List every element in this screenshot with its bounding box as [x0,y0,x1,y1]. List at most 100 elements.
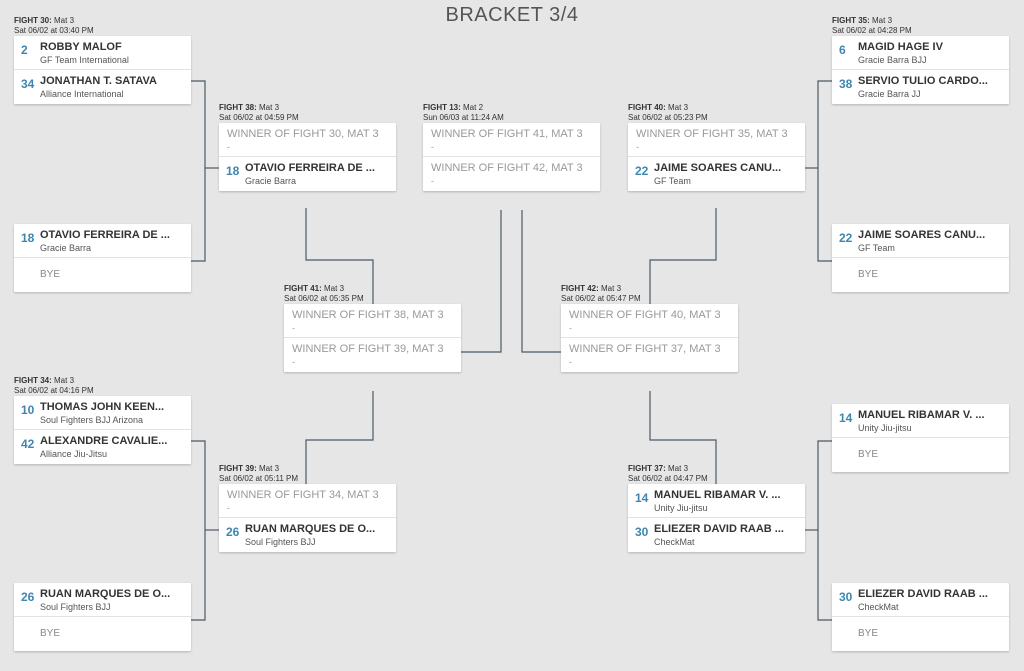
winner-placeholder: WINNER OF FIGHT 39, MAT 3 [292,343,444,355]
competitor-name: OTAVIO FERREIRA DE ... [40,229,170,241]
team-name: - [431,176,434,186]
competitor-name: MANUEL RIBAMAR V. ... [654,489,781,501]
winner-placeholder: WINNER OF FIGHT 42, MAT 3 [431,162,583,174]
team-name: Unity Jiu-jitsu [654,503,708,513]
team-name: Gracie Barra BJJ [858,55,927,65]
competitor-slot[interactable]: 6 MAGID HAGE IV Gracie Barra BJJ [832,36,1009,70]
bye-slot: BYE [14,617,191,651]
team-name: Unity Jiu-jitsu [858,423,912,433]
seed-number: 34 [21,77,35,91]
competitor-slot[interactable]: 22 JAIME SOARES CANU... GF Team [832,224,1009,258]
team-name: Alliance Jiu-Jitsu [40,449,108,459]
match-bye-14[interactable]: 14 MANUEL RIBAMAR V. ... Unity Jiu-jitsu B… [832,404,1009,472]
winner-placeholder: WINNER OF FIGHT 35, MAT 3 [636,128,788,140]
bye-label: BYE [858,449,879,460]
team-name: Soul Fighters BJJ Arizona [40,415,144,425]
competitor-name: OTAVIO FERREIRA DE ... [245,162,375,174]
seed-number: 10 [21,403,35,417]
bye-slot: BYE [832,258,1009,292]
competitor-name: MANUEL RIBAMAR V. ... [858,409,985,421]
team-name: Gracie Barra [40,243,92,253]
team-name: Gracie Barra [245,176,297,186]
team-name: Soul Fighters BJJ [245,537,316,547]
competitor-name: RUAN MARQUES DE O... [245,523,376,535]
competitor-slot[interactable]: 26 RUAN MARQUES DE O... Soul Fighters BJJ [219,518,396,552]
competitor-name: ELIEZER DAVID RAAB ... [654,523,784,535]
seed-number: 6 [839,43,846,57]
competitor-name: MAGID HAGE IV [858,41,943,53]
competitor-slot[interactable]: 14 MANUEL RIBAMAR V. ... Unity Jiu-jitsu [832,404,1009,438]
pending-winner-slot: WINNER OF FIGHT 30, MAT 3- [219,123,396,157]
pending-winner-slot: WINNER OF FIGHT 38, MAT 3 - [284,304,461,338]
bye-label: BYE [40,628,61,639]
competitor-slot[interactable]: 2 ROBBY MALOF GF Team International [14,36,191,70]
team-name: - [569,323,572,333]
team-name: GF Team [654,176,691,186]
competitor-name: SERVIO TULIO CARDO... [858,75,988,87]
match-bye-22[interactable]: 22 JAIME SOARES CANU... GF Team BYE [832,224,1009,292]
team-name: CheckMat [654,537,695,547]
competitor-slot[interactable]: 18 OTAVIO FERREIRA DE ... Gracie Barra [219,157,396,191]
seed-number: 2 [21,43,28,57]
winner-placeholder: WINNER OF FIGHT 38, MAT 3 [292,309,444,321]
pending-winner-slot: WINNER OF FIGHT 37, MAT 3- [561,338,738,372]
seed-number: 26 [21,590,35,604]
competitor-name: JAIME SOARES CANU... [858,229,986,241]
team-name: - [636,142,639,152]
pending-winner-slot: WINNER OF FIGHT 39, MAT 3- [284,338,461,372]
competitor-slot[interactable]: 30 ELIEZER DAVID RAAB ... CheckMat [628,518,805,552]
bye-label: BYE [858,269,879,280]
seed-number: 30 [635,525,649,539]
team-name: GF Team [858,243,895,253]
team-name: GF Team International [40,55,129,65]
page-title: BRACKET 3/4 [445,4,579,26]
seed-number: 22 [839,231,853,245]
team-name: Alliance International [40,89,124,99]
pending-winner-slot: WINNER OF FIGHT 40, MAT 3- [561,304,738,338]
team-name: - [569,357,572,367]
pending-winner-slot: WINNER OF FIGHT 41, MAT 3- [423,123,600,157]
pending-winner-slot: WINNER OF FIGHT 34, MAT 3- [219,484,396,518]
competitor-name: ALEXANDRE CAVALIE... [40,435,168,447]
seed-number: 26 [226,525,240,539]
bye-slot: BYE [832,617,1009,651]
competitor-name: ROBBY MALOF [40,41,122,53]
seed-number: 18 [226,164,240,178]
team-name: - [292,323,295,333]
team-name: Soul Fighters BJJ [40,602,111,612]
winner-placeholder: WINNER OF FIGHT 34, MAT 3 [227,489,379,501]
winner-placeholder: WINNER OF FIGHT 30, MAT 3 [227,128,379,140]
seed-number: 22 [635,164,649,178]
seed-number: 14 [839,411,853,425]
